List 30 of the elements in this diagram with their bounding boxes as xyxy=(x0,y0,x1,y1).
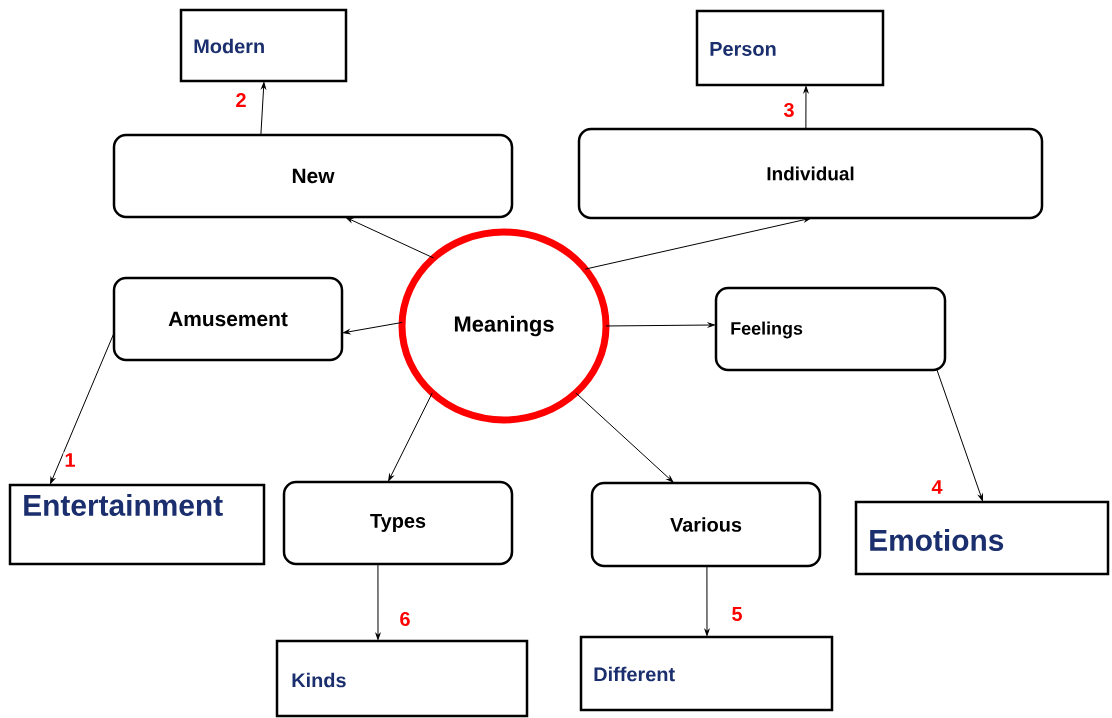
arrow xyxy=(936,369,983,501)
word-box: Individual xyxy=(577,127,1044,220)
answer-box: Person xyxy=(695,9,885,87)
arrow xyxy=(343,321,403,335)
answer-box: Modern xyxy=(179,8,348,83)
answer-box: Kinds xyxy=(275,639,529,718)
edge-label: 5 xyxy=(730,606,744,622)
answer-box: Emotions xyxy=(854,500,1110,576)
word-box: Types xyxy=(282,480,514,566)
arrow xyxy=(50,332,115,485)
arrow xyxy=(605,322,715,328)
word-box: Various xyxy=(590,481,822,568)
edge-label: 1 xyxy=(63,452,77,468)
arrow xyxy=(345,217,435,259)
arrow xyxy=(375,563,381,640)
arrow xyxy=(575,392,674,483)
arrow xyxy=(260,82,266,136)
word-box: Feelings xyxy=(714,286,947,372)
answer-box: Entertainment xyxy=(8,483,266,566)
answer-box: Different xyxy=(579,635,834,712)
arrow xyxy=(584,217,811,270)
arrow xyxy=(803,86,809,130)
edge-label: 3 xyxy=(782,101,796,119)
arrow xyxy=(388,392,433,482)
arrow xyxy=(704,565,710,636)
edge-label: 2 xyxy=(234,92,248,108)
edge-label: 6 xyxy=(398,610,412,628)
edge-label: 4 xyxy=(930,479,944,495)
word-box: New xyxy=(112,133,514,219)
word-box: Amusement xyxy=(112,276,344,362)
